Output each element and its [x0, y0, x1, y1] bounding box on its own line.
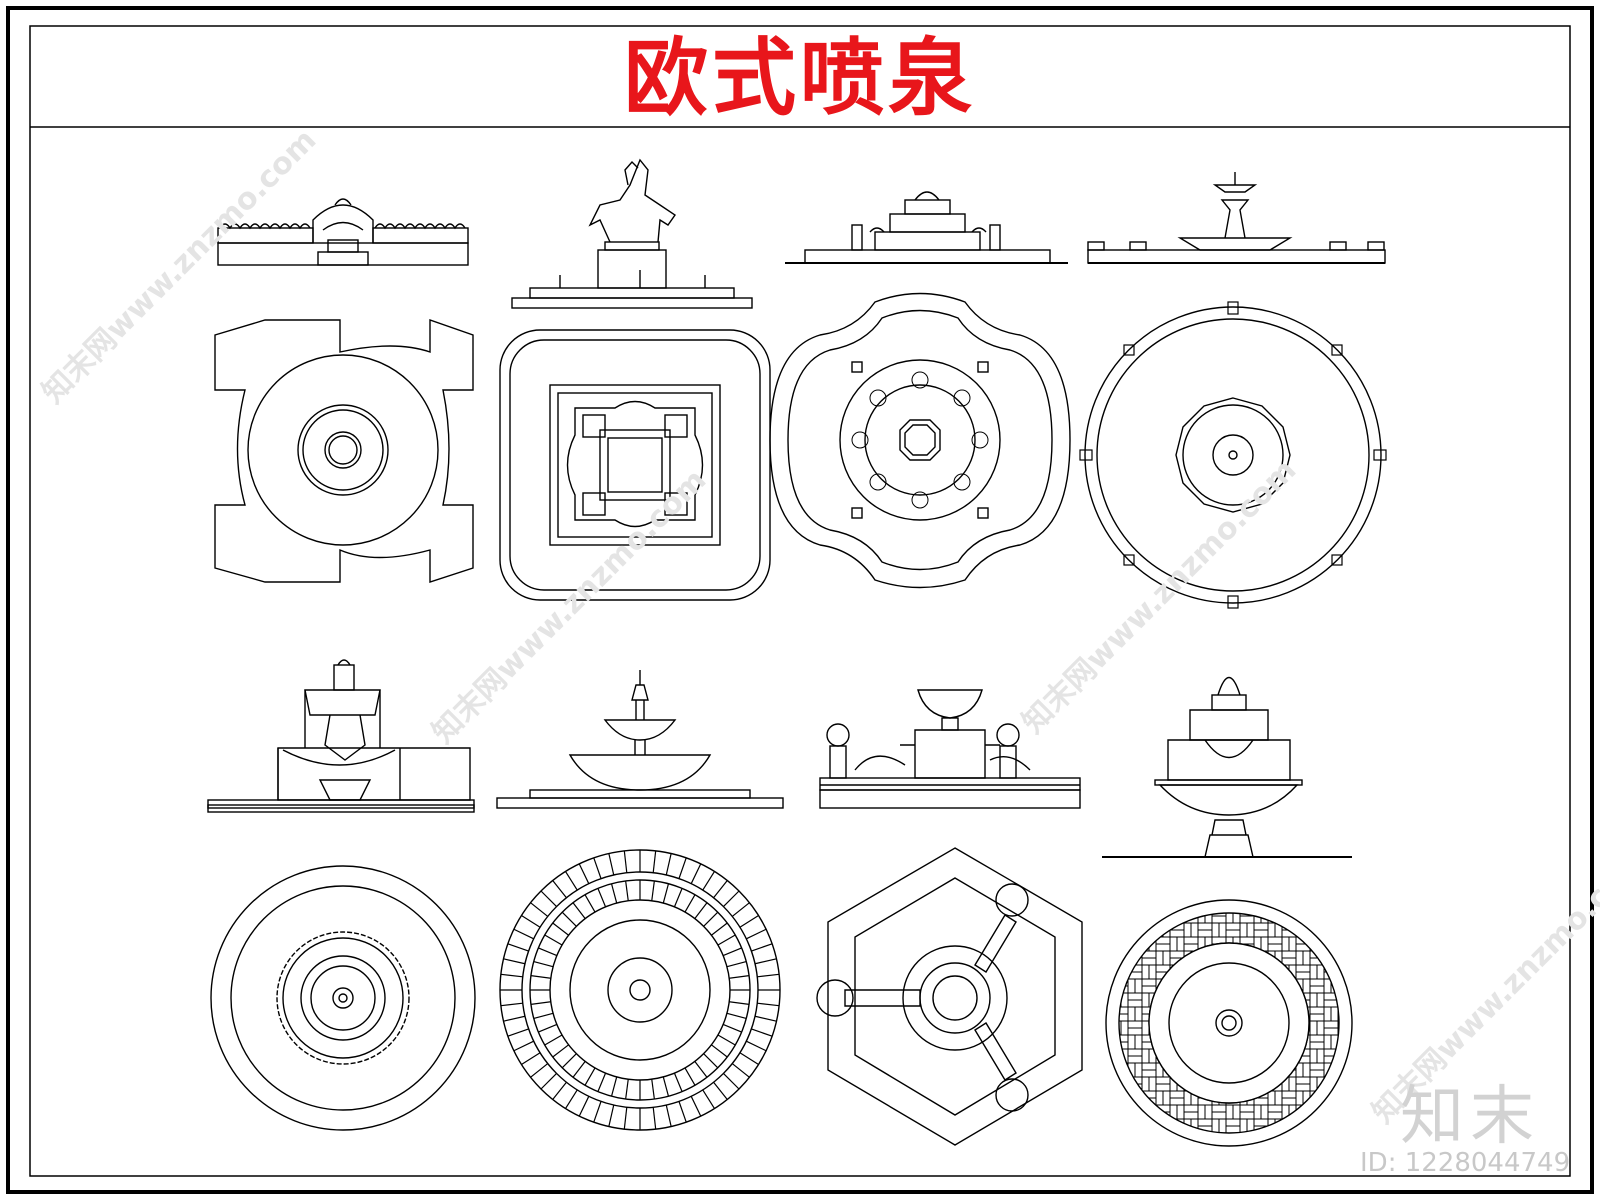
fountain-plan-hexagon [816, 847, 1083, 1146]
fountain-elevation-planter [217, 198, 469, 266]
fountain-elevation-horse-statue [511, 158, 753, 309]
fountain-plan-square [499, 329, 771, 601]
fountain-elevation-bowl [496, 670, 784, 809]
fountain-plan-cross [214, 319, 474, 583]
outer-frame [6, 6, 1594, 1194]
fountain-elevation-urn [819, 689, 1081, 809]
fountain-plan-ring [499, 849, 781, 1131]
watermark-id: ID: 1228044749 [1360, 1148, 1571, 1178]
fountain-plan-polygon [1079, 301, 1387, 609]
fountain-plan-quatrefoil [769, 292, 1071, 589]
fountain-elevation-stacked [1102, 676, 1352, 858]
fountain-elevation-two-tier [207, 659, 475, 813]
watermark-brand: 知末 [1400, 1080, 1540, 1154]
inner-frame [29, 25, 1571, 1177]
page-title: 欧式喷泉 [623, 28, 976, 127]
fountain-elevation-long-pool [1087, 172, 1386, 264]
fountain-elevation-tiered [785, 191, 1068, 264]
fountain-plan-woven [1105, 899, 1353, 1147]
fountain-plan-circle [210, 865, 476, 1131]
